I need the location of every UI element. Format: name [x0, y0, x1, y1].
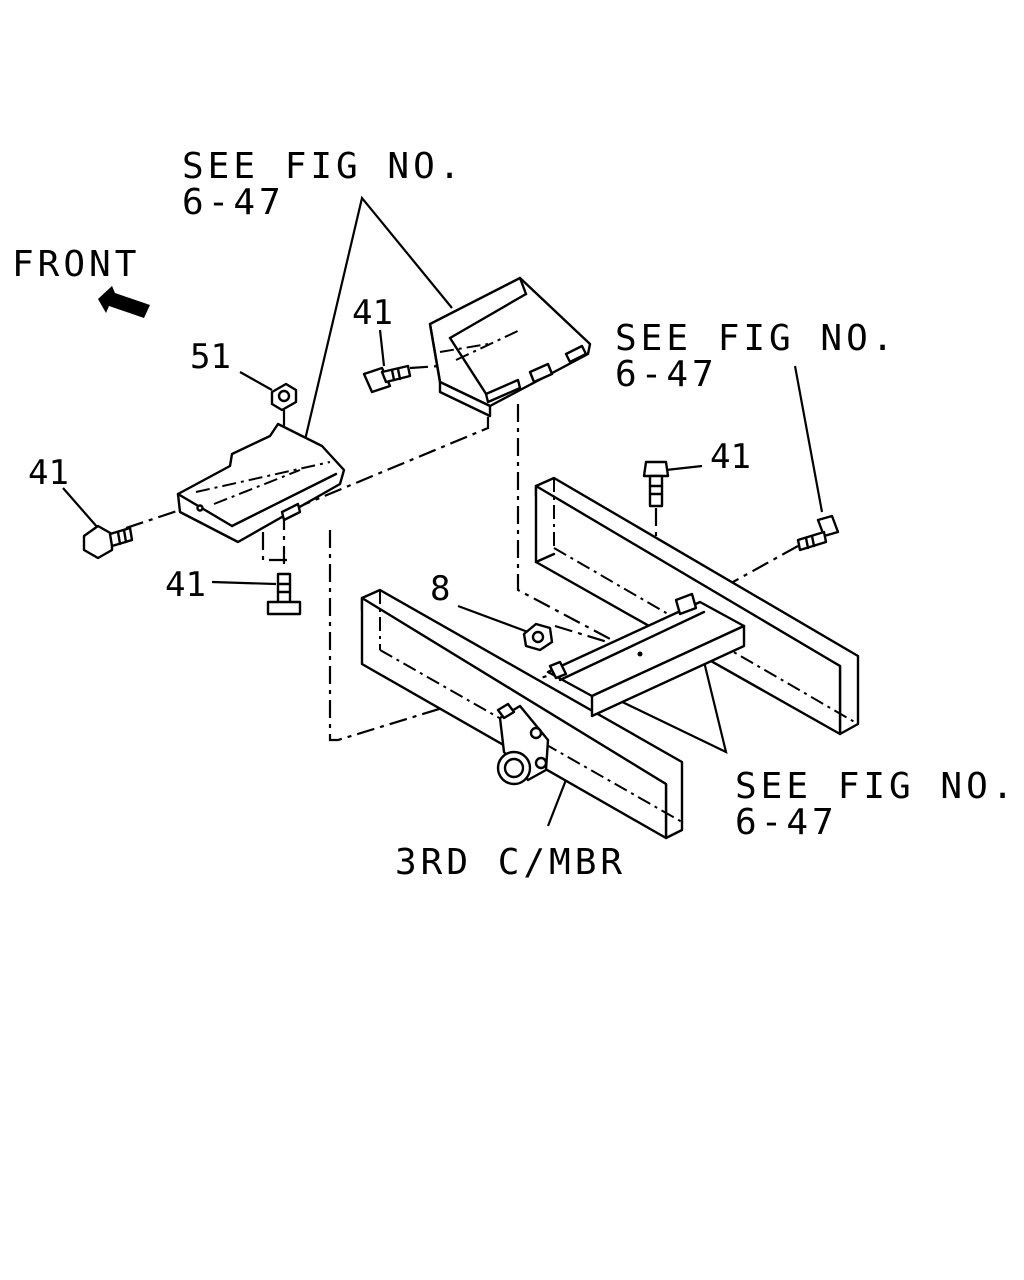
spring-bracket: [496, 702, 550, 786]
nut-8: [522, 622, 554, 652]
part-number-41-bottom-left: 41: [165, 565, 206, 605]
part-number-41-top: 41: [352, 293, 393, 333]
nut-51: [270, 382, 298, 412]
part-number-8: 8: [430, 569, 450, 609]
part-number-51: 51: [190, 337, 231, 377]
bolt-41-right: [642, 460, 670, 508]
see-fig-top-line2: 6-47: [182, 182, 285, 223]
leader-lines: [62, 195, 824, 827]
third-crossmember: [546, 592, 746, 718]
see-fig-bottom-line2: 6-47: [735, 802, 838, 843]
part-number-41-right: 41: [710, 437, 751, 477]
bolt-41-top: [362, 364, 412, 394]
lower-cover-left: [176, 422, 346, 544]
arrow-front-icon: [98, 286, 150, 318]
see-fig-right-line1: SEE FIG NO.: [615, 318, 897, 359]
bolt-right-rail: [796, 514, 840, 552]
bolt-41-bottom-left: [266, 572, 302, 616]
part-number-41-left: 41: [28, 453, 69, 493]
see-fig-bottom-line1: SEE FIG NO.: [735, 766, 1017, 807]
front-label: FRONT: [12, 244, 140, 285]
see-fig-top-line1: SEE FIG NO.: [182, 146, 464, 187]
third-crossmember-label: 3RD C/MBR: [395, 842, 626, 883]
see-fig-right-line2: 6-47: [615, 354, 718, 395]
upper-cover-right: [428, 276, 592, 418]
bolt-41-left: [82, 524, 134, 560]
